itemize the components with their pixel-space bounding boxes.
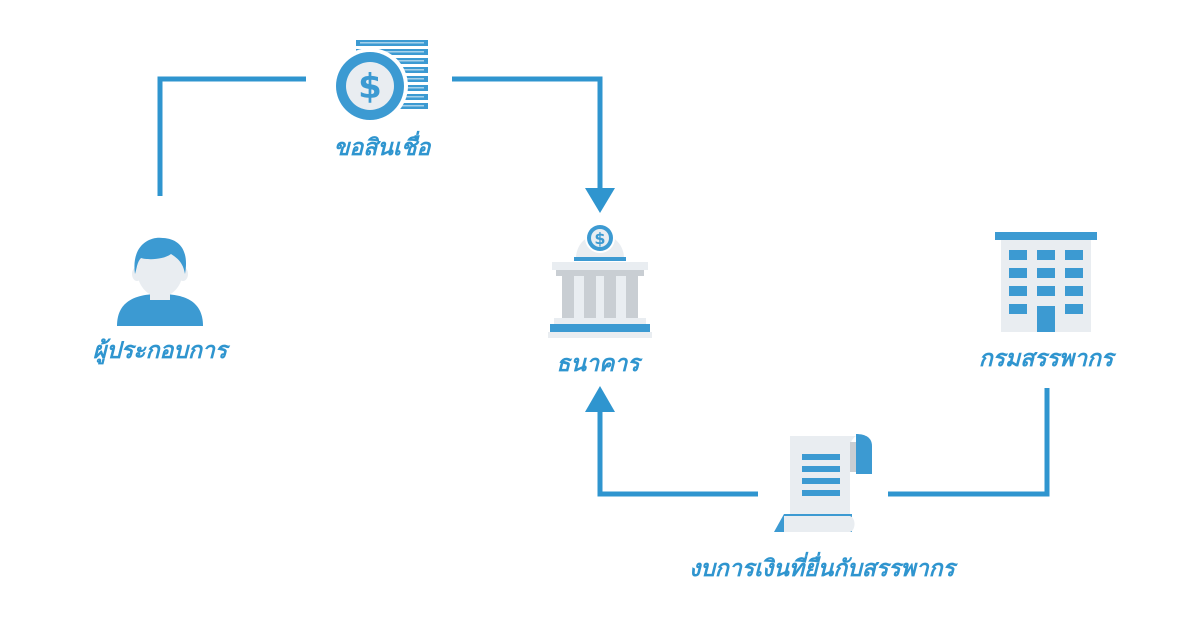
- label-loan: ขอสินเชื่อ: [333, 135, 431, 161]
- svg-text:$: $: [358, 67, 382, 107]
- label-revenue-department: กรมสรรพากร: [978, 346, 1114, 372]
- label-bank: ธนาคาร: [556, 351, 640, 377]
- connector-loan-to-bank: [452, 76, 603, 190]
- label-financial-statement: งบการเงินที่ยื่นกับสรรพากร: [689, 556, 955, 582]
- label-entrepreneur: ผู้ประกอบการ: [92, 338, 228, 364]
- connector-statement-to-bank: [597, 410, 758, 497]
- connector-revenue-to-statement: [888, 388, 1050, 497]
- connector-entrepreneur-to-loan: [157, 76, 306, 196]
- dollar-coins-icon: $: [332, 40, 428, 124]
- arrowhead-up: [585, 386, 615, 412]
- document-scroll-icon: [774, 434, 872, 532]
- arrowhead-down: [585, 188, 615, 213]
- svg-text:$: $: [594, 229, 605, 248]
- office-building-icon: [995, 232, 1097, 332]
- person-icon: [117, 237, 203, 326]
- bank-icon: $: [548, 223, 652, 338]
